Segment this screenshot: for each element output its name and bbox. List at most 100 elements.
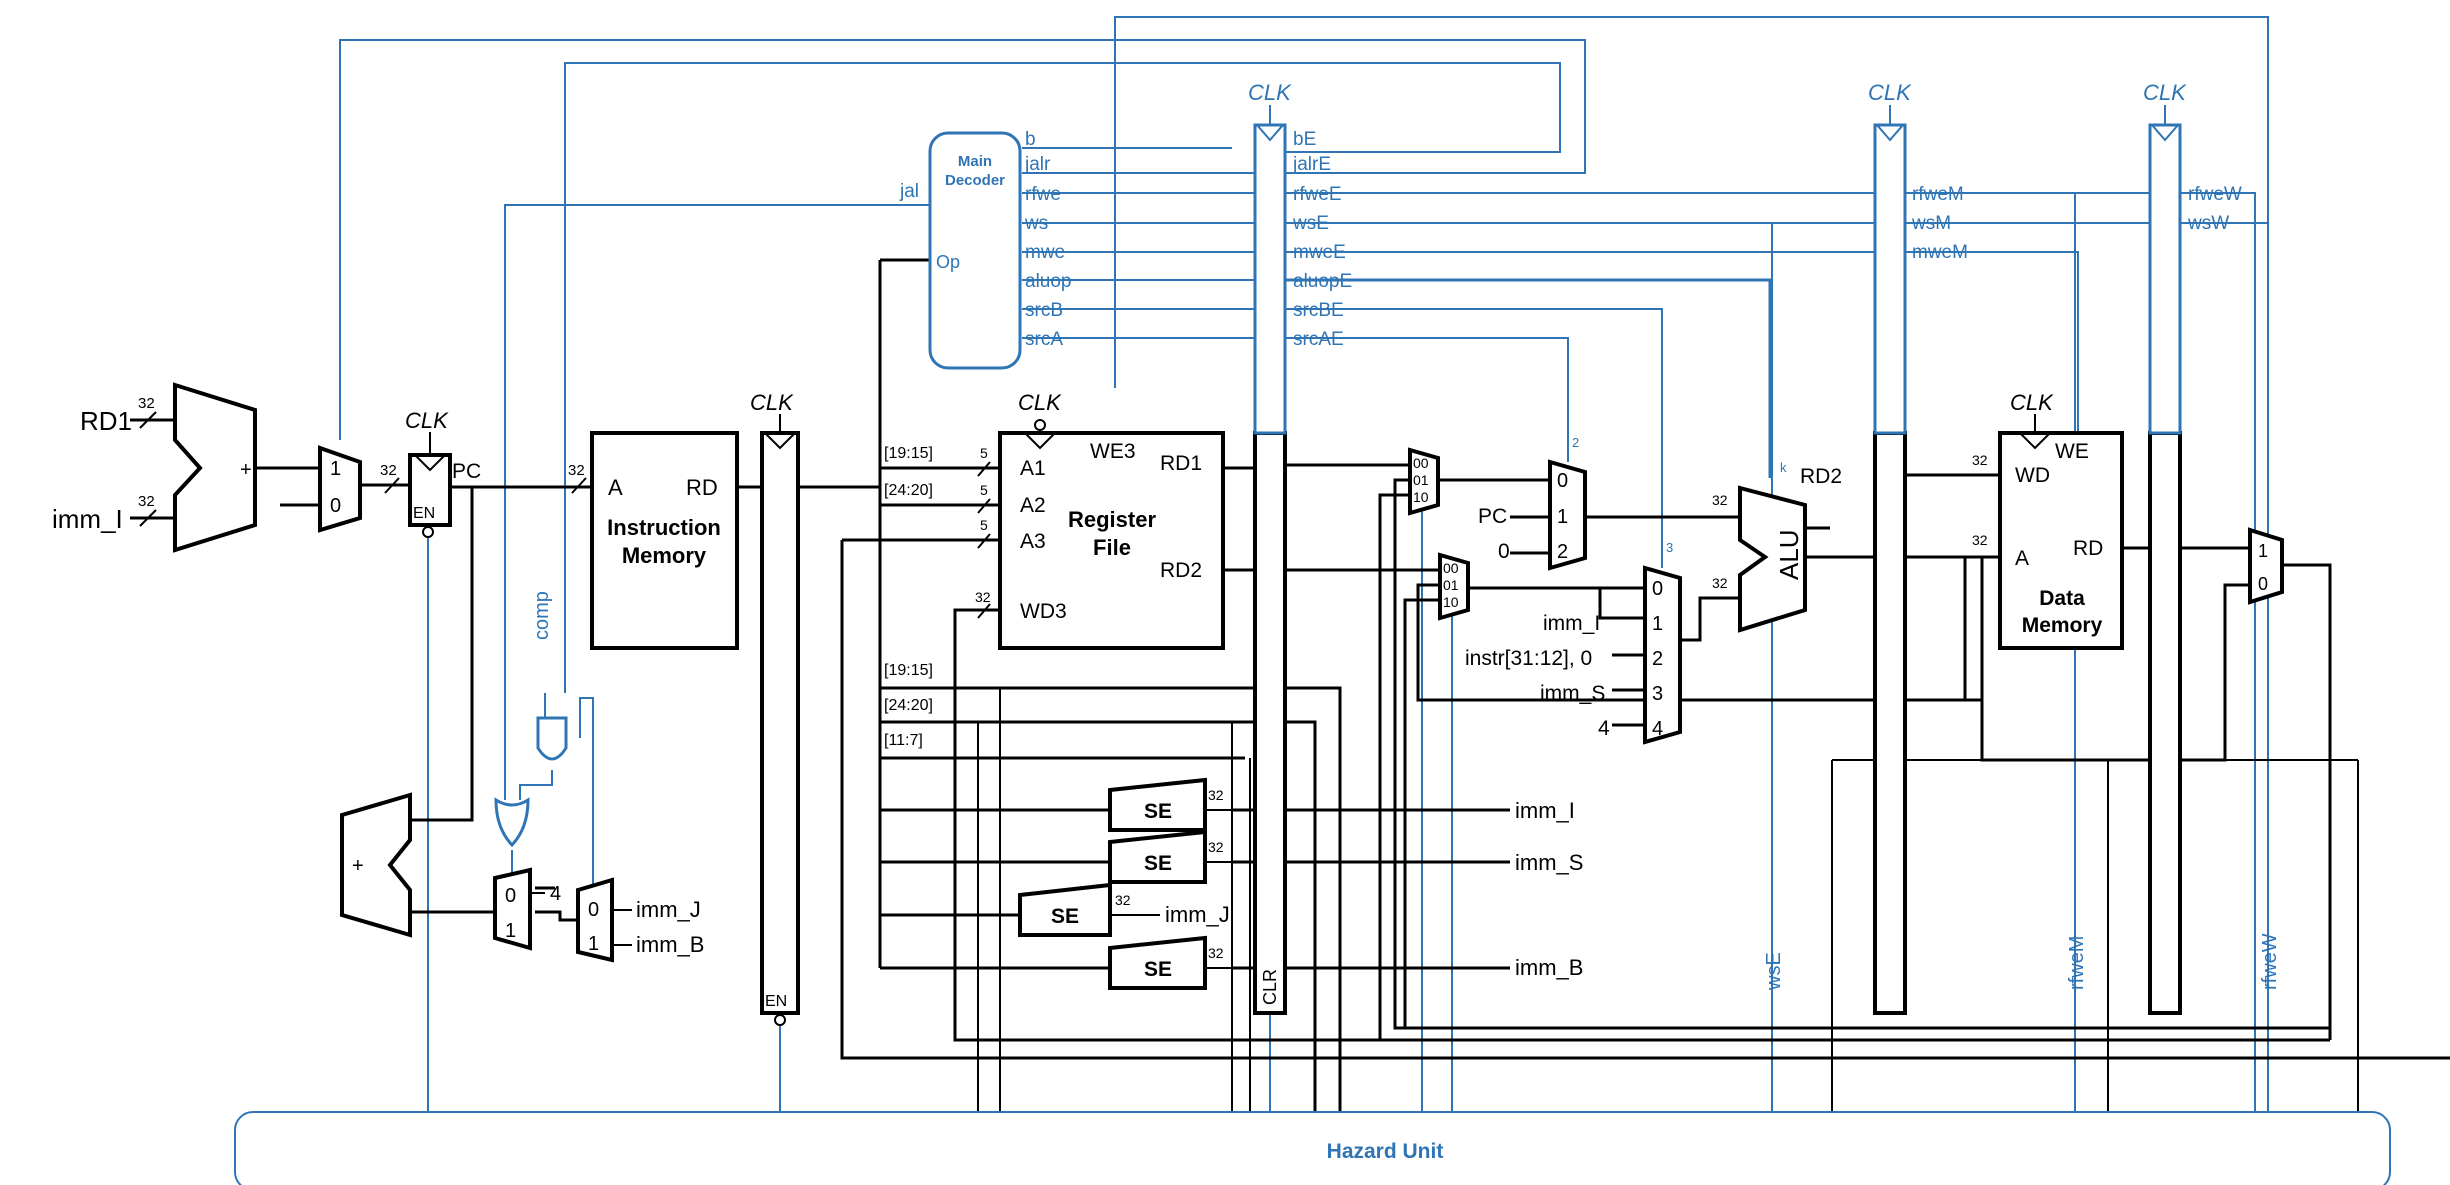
sig-rfwem: rfweM	[1912, 184, 1964, 205]
decoder-out-rfwe: rfwe	[1025, 184, 1061, 205]
dmem-title-line2: Memory	[2022, 614, 2103, 637]
main-decoder: Main Decoder Op	[928, 131, 1022, 370]
sig-mwee: mweE	[1293, 242, 1346, 263]
dmem-a-port: A	[2015, 547, 2029, 570]
input-imm-i-label: imm_I	[52, 504, 123, 534]
srcb-label-four: 4	[1598, 717, 1610, 740]
regfile-wd3-port: WD3	[1020, 600, 1067, 623]
width-5: 5	[980, 517, 988, 533]
sig-srcae: srcAE	[1293, 329, 1344, 350]
field-19-15: [19:15]	[884, 445, 933, 462]
pc-increment-mux: 0 1	[493, 867, 532, 951]
sig-jalre: jalrE	[1292, 154, 1331, 175]
srcb-in1: 1	[1652, 613, 1663, 635]
writeback-mux: 1 0	[2248, 527, 2284, 605]
regfile-title-line2: File	[1093, 535, 1131, 560]
alu-ctrl-width: k	[1780, 460, 1787, 475]
regfile-rd2-port: RD2	[1160, 559, 1202, 582]
srcb-label-instr: instr[31:12], 0	[1465, 647, 1592, 670]
pc-register: EN	[408, 453, 452, 538]
m-stage-signal-labels: rfweM wsM mweM	[1911, 184, 1968, 263]
se-out-imm-s: imm_S	[1515, 850, 1583, 875]
se-widths: 32 32 32 32	[1115, 787, 1224, 961]
hazard-signal-labels: wsE rfweM rfweW	[1763, 933, 2281, 991]
mem-wb-register	[2148, 123, 2182, 1015]
width-5: 5	[980, 482, 988, 498]
jb-mux-imm-b: imm_B	[636, 932, 704, 957]
regfile-we3-port: WE3	[1090, 440, 1136, 463]
wb-in1: 1	[2258, 541, 2268, 561]
decoder-op-port: Op	[936, 252, 960, 272]
dmem-we-port: WE	[2055, 440, 2089, 463]
control-wires	[339, 16, 2269, 1112]
fwd-a-in2: 10	[1413, 489, 1429, 505]
sig-srcbe: srcBE	[1293, 300, 1344, 321]
imem-title-line2: Memory	[622, 543, 707, 568]
width-32: 32	[1712, 492, 1728, 508]
imem-a-port: A	[608, 475, 623, 500]
sig-wsm: wsM	[1911, 213, 1951, 234]
wb-in0: 0	[2258, 574, 2268, 594]
sign-extender-s: SE	[1108, 829, 1207, 884]
data-wires	[130, 258, 2450, 1112]
branch-target-adder: +	[173, 382, 257, 553]
alu-input-widths: 32 32	[1712, 492, 1728, 591]
fwd-a-in0: 00	[1413, 455, 1429, 471]
srca-sel-width: 2	[1572, 435, 1579, 450]
bus-width-label: 32	[138, 493, 155, 510]
sig-aluope: aluopE	[1293, 271, 1352, 292]
id-ex-register: CLR	[1253, 123, 1287, 1015]
srca-in0: 0	[1557, 470, 1568, 492]
width-32: 32	[1972, 532, 1988, 548]
srcb-mux: 0 1 2 3 4	[1643, 565, 1682, 745]
width-32: 32	[1712, 575, 1728, 591]
srca-pc-label: PC	[1478, 505, 1507, 528]
jb-mux-in0: 0	[588, 899, 599, 921]
alu: ALU	[1738, 485, 1807, 633]
srcb-in4: 4	[1652, 718, 1663, 740]
mem-rd2-label: RD2	[1800, 465, 1842, 488]
fwd-b-in1: 01	[1443, 577, 1459, 593]
alu-label: ALU	[1774, 529, 1804, 580]
se-out-imm-i: imm_I	[1515, 798, 1575, 823]
data-memory: WE WD A RD Data Memory	[1998, 431, 2124, 650]
instruction-memory: A RD Instruction Memory	[590, 431, 739, 650]
se-label: SE	[1144, 958, 1172, 981]
decoder-out-aluop: aluop	[1025, 271, 1072, 292]
width-5: 5	[980, 445, 988, 461]
width-32: 32	[1208, 787, 1224, 803]
pc-mux-in0: 0	[330, 495, 341, 517]
fwd-a-in1: 01	[1413, 472, 1429, 488]
forward-mux-a: 00 01 10	[1408, 447, 1440, 516]
se-output-labels: imm_I imm_S imm_J imm_B	[1165, 798, 1583, 980]
se-out-imm-j: imm_J	[1165, 902, 1230, 927]
dmem-input-widths: 32 32	[1972, 452, 1988, 548]
srca-in1: 1	[1557, 506, 1568, 528]
dmem-wd-port: WD	[2015, 464, 2050, 487]
bus-width-label: 32	[138, 395, 155, 412]
sig-mwem: mweM	[1912, 242, 1968, 263]
comp-label: comp	[531, 591, 553, 640]
and-gate	[536, 716, 568, 761]
srcb-in0: 0	[1652, 578, 1663, 600]
decoder-out-ws: ws	[1024, 213, 1048, 234]
pc-inc-mux-in1: 1	[505, 920, 516, 942]
hazard-unit-label: Hazard Unit	[1327, 1140, 1444, 1163]
pc-en-label: EN	[413, 505, 435, 522]
decoder-out-srca: srcA	[1025, 329, 1063, 350]
pc-label: PC	[452, 460, 481, 483]
bus-width-label: 32	[568, 462, 585, 479]
instruction-field-labels: [19:15] [24:20] [19:15] [24:20] [11:7]	[884, 445, 933, 749]
if-id-register: EN	[760, 431, 800, 1026]
pc-adder-plus: +	[352, 855, 364, 877]
clk-label: CLK	[1248, 80, 1292, 105]
hazard-rfwew: rfweW	[2259, 933, 2281, 990]
se-label: SE	[1051, 905, 1079, 928]
jb-mux-imm-j: imm_J	[636, 897, 701, 922]
pc-mux: 1 0	[318, 445, 362, 533]
clk-label: CLK	[750, 390, 794, 415]
sig-be: bE	[1293, 129, 1316, 150]
fwd-b-in2: 10	[1443, 594, 1459, 610]
srcb-sel-width: 3	[1666, 540, 1673, 555]
